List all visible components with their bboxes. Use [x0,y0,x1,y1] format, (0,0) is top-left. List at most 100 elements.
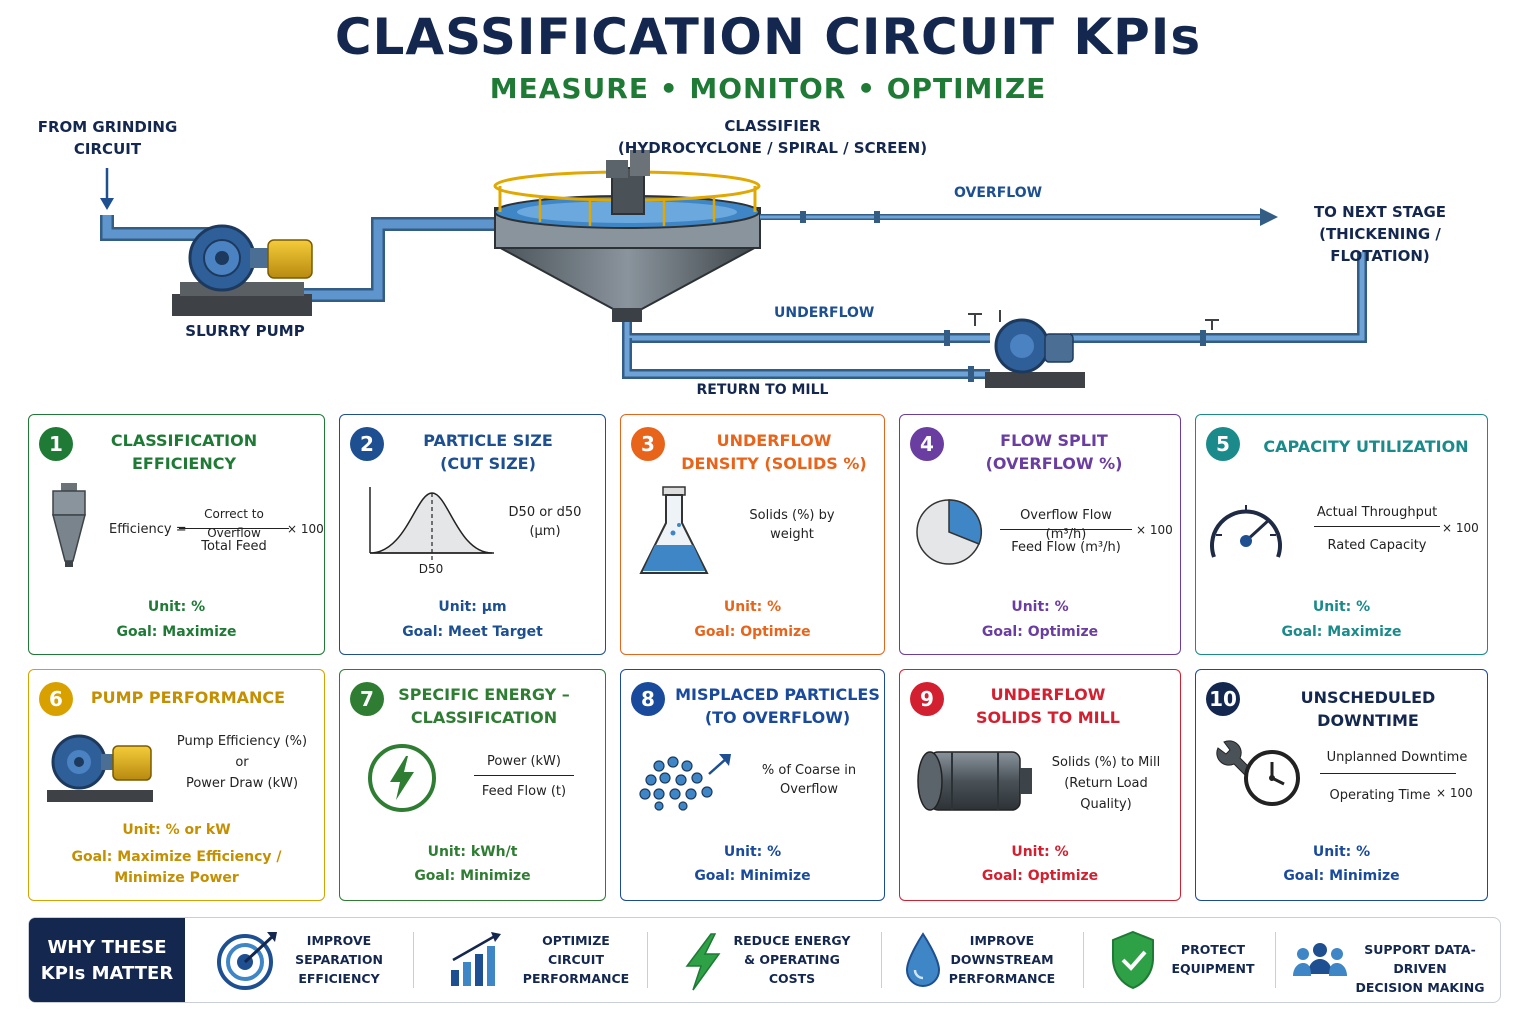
kpi-description-line-1: % of Coarse in [761,763,857,778]
kpi-unit: Unit: % [723,599,782,615]
kpi-card-3: 3 UNDERFLOW DENSITY (SOLIDS %) Solids (%… [620,414,885,655]
kpi-goal: Goal: Maximize Efficiency / Minimize Pow… [29,847,324,889]
formula-denominator: Feed Flow (t) [481,784,567,799]
kpi-unit: Unit: µm [438,599,507,615]
kpi-description-line-2: Overflow [779,782,839,797]
kpi-number-badge: 7 [350,682,384,716]
formula-denominator: Rated Capacity [1327,538,1427,553]
people-icon [1293,943,1347,976]
kpi-unit: Unit: % [147,599,206,615]
kpi-description: Solids (%) to Mill (Return Load Quality) [1042,752,1170,815]
kpi-goal: Goal: Minimize [414,868,531,884]
kpi-goal: Goal: Meet Target [402,624,543,640]
kpi-description-line-1: D50 or d50 [508,505,582,520]
bar-growth-icon [451,932,501,986]
kpi-description: Pump Efficiency (%) or Power Draw (kW) [167,731,317,794]
d50-label: D50 [418,562,444,576]
kpi-description-line-2: (µm) [529,524,561,539]
kpi-title: MISPLACED PARTICLES (TO OVERFLOW) [675,683,880,729]
kpi-number-badge: 8 [631,682,665,716]
why-item-label: PROTECT EQUIPMENT [1163,940,1263,978]
kpi-title-line-1: FLOW SPLIT [1000,431,1108,450]
kpi-card-8: 8 MISPLACED PARTICLES (TO OVERFLOW) % of… [620,669,885,901]
from-grinding-label: FROM GRINDING CIRCUIT [30,116,185,160]
kpi-title-line-1: PARTICLE SIZE [423,431,553,450]
kpi-title-line-2: (TO OVERFLOW) [704,708,851,727]
feed-arrow [100,168,114,210]
kpi-unit: Unit: % [1312,599,1371,615]
kpi-title: CAPACITY UTILIZATION [1263,437,1469,456]
kpi-title: PUMP PERFORMANCE [90,688,286,707]
why-line-2: SEPARATION [295,952,383,967]
formula-denominator: Operating Time [1329,788,1431,803]
why-item-decisions: SUPPORT DATA-DRIVEN DECISION MAKING [1293,918,1493,1002]
why-heading: WHY THESE KPIs MATTER [29,918,185,1002]
kpi-number-badge: 3 [631,427,665,461]
divider [413,932,414,988]
underflow-pipe [622,252,1367,382]
kpi-goal: Goal: Optimize [981,868,1099,884]
kpi-description-line-1: Solids (%) by [749,508,835,523]
kpi-description: D50 or d50 (µm) [500,503,590,541]
kpi-card-1: 1 CLASSIFICATION EFFICIENCY Efficiency =… [28,414,325,655]
why-item-equipment: PROTECT EQUIPMENT [1107,918,1277,1002]
kpi-card-2: 2 PARTICLE SIZE (CUT SIZE) D50 D50 or d5… [339,414,606,655]
why-line-2: EQUIPMENT [1171,961,1255,976]
from-grinding-line-1: FROM GRINDING [37,118,178,136]
kpi-description-line-1: Solids (%) to Mill [1051,755,1161,770]
formula-numerator: Actual Throughput [1316,505,1438,520]
return-to-mill-label: RETURN TO MILL [696,382,829,398]
divider [1275,932,1276,988]
classifier-line-1: CLASSIFIER [724,117,821,135]
why-line-2: & OPERATING [744,952,840,967]
kpi-number-badge: 5 [1206,427,1240,461]
kpi-goal: Goal: Minimize [1283,868,1400,884]
kpi-number-badge: 10 [1206,682,1240,716]
classifier-tank [493,150,761,322]
kpi-title: UNSCHEDULED DOWNTIME [1300,688,1436,730]
mill-icon [917,751,1032,811]
why-line-1: IMPROVE [306,933,372,948]
kpi-title-line-2: SOLIDS TO MILL [976,708,1120,727]
kpi-card-7: 7 SPECIFIC ENERGY – CLASSIFICATION Power… [339,669,606,901]
kpi-card-9: 9 UNDERFLOW SOLIDS TO MILL Solids (%) to… [899,669,1181,901]
formula-multiplier: × 100 [1442,521,1479,535]
formula-prefix: Efficiency = [109,522,187,537]
formula-divider [1314,526,1440,527]
kpi-goal: Goal: Maximize [116,624,237,640]
formula-divider [1000,529,1132,530]
feed-pipe [100,215,500,302]
kpi-title: CLASSIFICATION EFFICIENCY [89,429,279,475]
divider [1083,932,1084,988]
formula-denominator: Feed Flow (m³/h) [1011,540,1121,555]
why-item-separation: IMPROVE SEPARATION EFFICIENCY [215,918,415,1002]
why-line-1: PROTECT [1180,942,1246,957]
kpi-unit: Unit: % [723,844,782,860]
formula-divider [179,528,289,529]
kpi-description-line-3: Power Draw (kW) [185,776,299,791]
formula-multiplier: × 100 [287,522,324,536]
kpi-title: UNDERFLOW DENSITY (SOLIDS %) [677,429,871,475]
kpi-number-badge: 1 [39,427,73,461]
particles-icon [639,754,731,811]
pie-icon [916,499,983,565]
why-item-energy: REDUCE ENERGY & OPERATING COSTS [677,918,887,1002]
why-line-3: COSTS [768,971,816,986]
kpi-description-line-2: (Return Load [1064,776,1148,791]
slurry-pump-graphic [172,224,313,316]
formula-divider [1320,773,1456,774]
why-line-2: DOWNSTREAM [950,952,1054,967]
formula-multiplier: × 100 [1136,523,1173,537]
why-line-1: IMPROVE [969,933,1035,948]
kpi-description: % of Coarse in Overflow [753,761,865,799]
next-stage-line-1: TO NEXT STAGE [1313,203,1447,221]
why-line-3: PERFORMANCE [522,971,630,986]
kpi-title-line-2: (CUT SIZE) [440,454,536,473]
divider [881,932,882,988]
kpi-title-line-1: SPECIFIC ENERGY – [398,685,570,704]
kpi-number-badge: 4 [910,427,944,461]
why-line-1: SUPPORT DATA-DRIVEN [1364,942,1476,976]
kpi-unit: Unit: % or kW [122,822,231,838]
why-line-2: DECISION MAKING [1355,980,1485,995]
formula-numerator: Unplanned Downtime [1326,750,1468,765]
